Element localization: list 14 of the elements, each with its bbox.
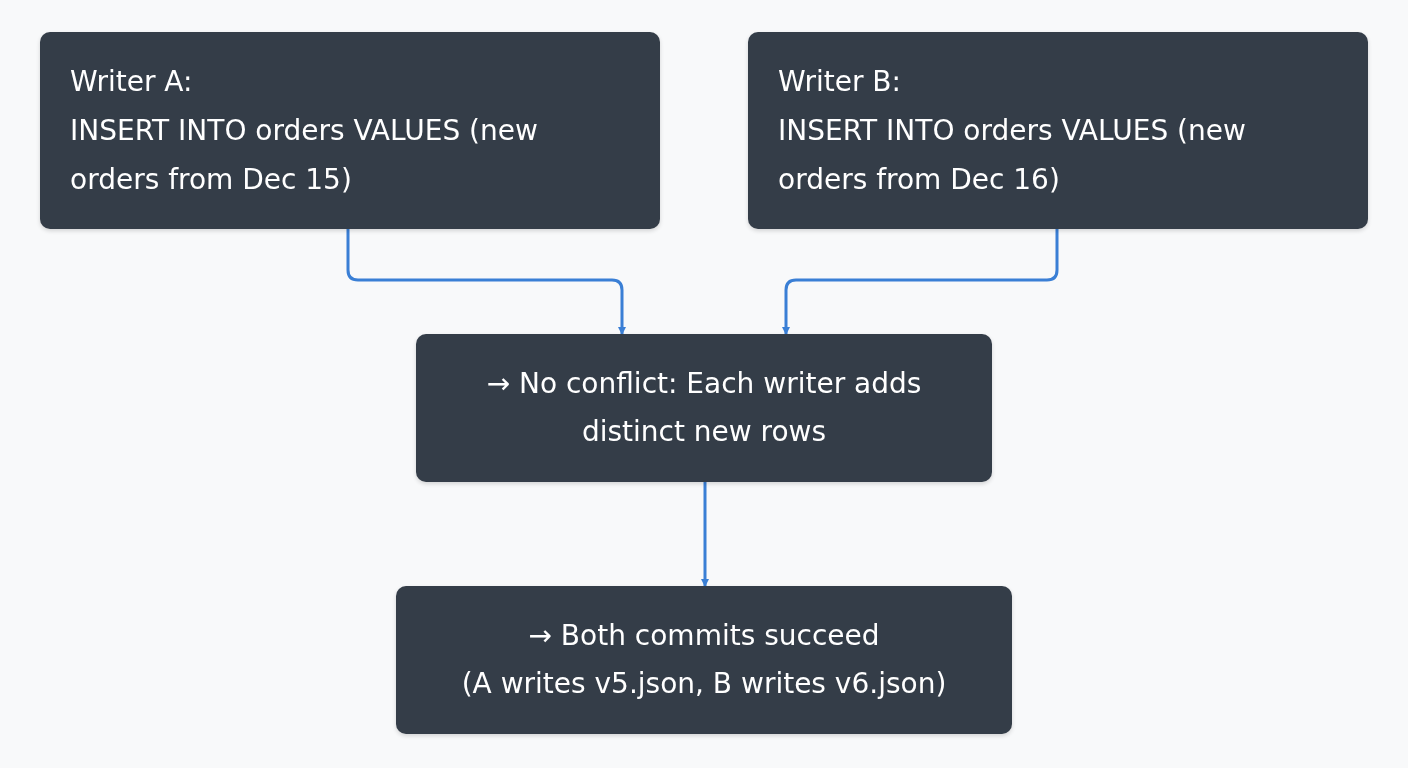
box-text: → Both commits succeed bbox=[528, 618, 880, 654]
arrow bbox=[701, 482, 709, 587]
box-text: Writer A: bbox=[70, 64, 193, 100]
box-text: INSERT INTO orders VALUES (new orders from Dec 16) bbox=[778, 113, 1247, 198]
arrow bbox=[346, 229, 626, 335]
process-box bbox=[40, 32, 660, 229]
arrow bbox=[782, 229, 1059, 335]
process-box bbox=[396, 586, 1012, 734]
process-box bbox=[416, 334, 992, 482]
box-text: → No conflict: Each writer adds distinct new rows bbox=[485, 366, 923, 450]
box-text: (A writes v5.json, B writes v6.json) bbox=[461, 666, 947, 702]
box-text: INSERT INTO orders VALUES (new orders from Dec 15) bbox=[70, 113, 539, 198]
process-box bbox=[748, 32, 1368, 229]
box-text: Writer B: bbox=[778, 64, 901, 100]
